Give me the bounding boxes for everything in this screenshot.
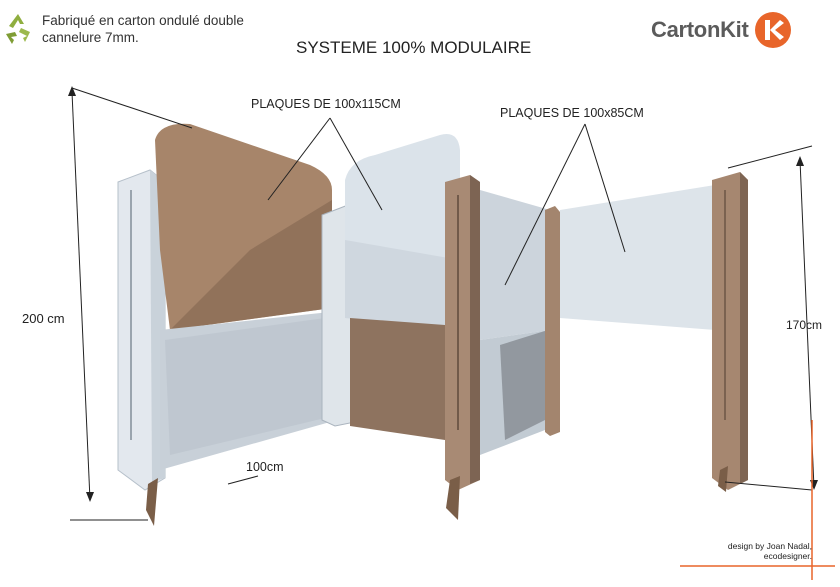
material-note-line1: Fabriqué en carton ondulé double xyxy=(42,13,244,28)
dimension-lines xyxy=(70,87,815,521)
dimension-height-right: 170cm xyxy=(786,318,823,332)
white-panel-large-top xyxy=(345,134,460,330)
corner-decoration xyxy=(680,420,835,580)
white-panel-lower-left xyxy=(160,312,330,470)
page-title: SYSTEME 100% MODULAIRE xyxy=(296,38,532,57)
recycle-icon xyxy=(6,14,30,44)
white-panel-small xyxy=(480,190,550,455)
kraft-panel-lower-center xyxy=(350,318,445,440)
logo-text: CartonKit xyxy=(651,17,749,42)
credit-line1: design by Joan Nadal, xyxy=(727,541,812,551)
dimension-width: 100cm xyxy=(246,460,284,474)
material-note: Fabriqué en carton ondulé double cannelu… xyxy=(42,12,244,46)
material-note-line2: cannelure 7mm. xyxy=(42,30,139,45)
label-small-plates: PLAQUES DE 100x85CM xyxy=(500,106,644,120)
white-panel-small-right xyxy=(560,185,715,330)
mid-kraft-post xyxy=(545,206,560,436)
left-white-post xyxy=(117,169,166,491)
kraft-panel-large-top xyxy=(155,123,332,330)
cartonkit-logo: CartonKit xyxy=(651,10,793,50)
center-kraft-post xyxy=(445,175,480,490)
dimension-height-left: 200 cm xyxy=(22,311,65,326)
label-large-plates: PLAQUES DE 100x115CM xyxy=(251,97,401,111)
credit-line2: ecodesigner. xyxy=(763,551,812,561)
designer-credit: design by Joan Nadal, ecodesigner. xyxy=(728,541,812,561)
logo-k-icon xyxy=(754,12,791,48)
right-kraft-post xyxy=(712,172,748,490)
